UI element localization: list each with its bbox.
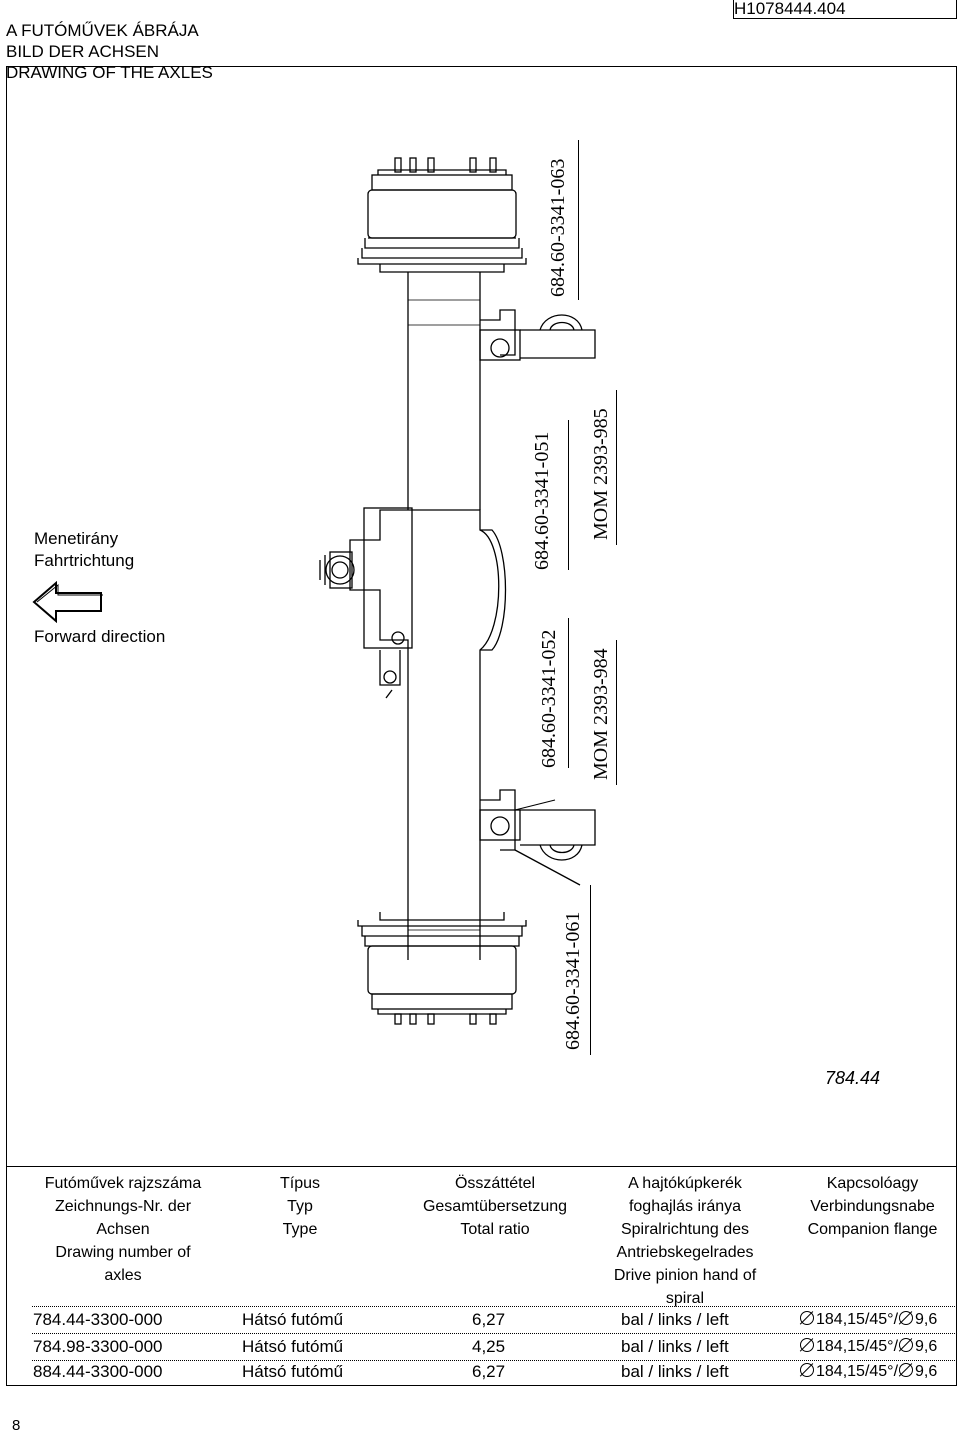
diameter-icon — [799, 1337, 815, 1353]
axle-tube-upper — [407, 272, 481, 510]
header-text: Antriebskegelrades — [616, 1244, 754, 1261]
header-text: spiral — [665, 1290, 705, 1307]
cell-flange: 184,15/45°/ 9,6 — [799, 1337, 937, 1356]
cell-drawing-number: 784.98-3300-000 — [33, 1337, 163, 1356]
part-label-mom-lower: MOM 2393-984 — [590, 648, 612, 780]
leader-line — [578, 140, 579, 300]
axle-drawing — [319, 157, 596, 1025]
part-label-mom-upper: MOM 2393-985 — [590, 408, 612, 540]
cell-spiral: bal / links / left — [621, 1337, 729, 1356]
left-arrow-icon — [32, 581, 103, 623]
header-text: Type — [282, 1221, 318, 1238]
direction-label-hu: Menetirány — [34, 529, 119, 548]
header-text: Drive pinion hand of — [613, 1267, 757, 1284]
cell-drawing-number: 884.44-3300-000 — [33, 1362, 163, 1381]
header-text: Összáttétel — [454, 1175, 536, 1192]
leader-line — [590, 885, 591, 1055]
leader-line — [568, 420, 569, 570]
cell-ratio: 6,27 — [472, 1310, 506, 1329]
cell-ratio: 4,25 — [472, 1337, 506, 1356]
header-text: Gesamtübersetzung — [422, 1198, 568, 1215]
header-total-ratio: Összáttétel Gesamtübersetzung Total rati… — [400, 1172, 590, 1241]
leader-line — [616, 390, 617, 545]
header-text: Spiralrichtung des — [620, 1221, 750, 1238]
part-label-bracket-upper: 684.60-3341-051 — [531, 431, 553, 570]
cell-type: Hátsó futómű — [242, 1337, 344, 1356]
cell-type: Hátsó futómű — [242, 1362, 344, 1381]
header-text: foghajlás iránya — [628, 1198, 742, 1215]
title-line-de: BILD DER ACHSEN — [6, 42, 160, 61]
drawing-frame — [6, 66, 957, 1386]
header-text: Futóművek rajzszáma — [44, 1175, 202, 1192]
cell-flange: 184,15/45°/ 9,6 — [799, 1310, 937, 1329]
row-separator — [32, 1333, 957, 1334]
header-text: axles — [104, 1267, 142, 1284]
document-id-text: H1078444.404 — [734, 0, 846, 18]
leader-line — [616, 640, 617, 785]
header-text: A hajtókúpkerék — [628, 1175, 742, 1192]
diameter-icon — [898, 1337, 914, 1353]
header-text: Drawing number of — [55, 1244, 191, 1261]
part-label-top-hub: 684.60-3341-063 — [547, 158, 569, 297]
document-id: H1078444.404 — [733, 0, 957, 19]
flange-bolt-diameter: 9,6 — [915, 1363, 938, 1380]
leader-line — [568, 618, 569, 768]
part-label-bottom-hub: 684.60-3341-061 — [562, 911, 584, 1050]
axle-tube-lower — [407, 740, 481, 960]
table-row: 784.44-3300-000 Hátsó futómű 6,27 bal / … — [6, 1306, 957, 1334]
row-separator — [32, 1360, 957, 1361]
diameter-icon — [799, 1310, 815, 1326]
diameter-icon — [799, 1362, 815, 1378]
cell-spiral: bal / links / left — [621, 1310, 729, 1329]
bottom-hub — [357, 912, 527, 1025]
header-text: Achsen — [96, 1221, 150, 1238]
flange-bolt-diameter: 9,6 — [915, 1338, 938, 1355]
top-hub — [357, 157, 527, 273]
table-top-border — [6, 1166, 957, 1167]
flange-value: 184,15/45°/ — [816, 1311, 899, 1328]
document-title: A FUTÓMŰVEK ÁBRÁJA BILD DER ACHSEN DRAWI… — [6, 20, 213, 83]
header-text: Companion flange — [807, 1221, 938, 1238]
title-line-hu: A FUTÓMŰVEK ÁBRÁJA — [6, 21, 199, 40]
upper-spring-bracket — [479, 309, 596, 361]
cell-ratio: 6,27 — [472, 1362, 506, 1381]
flange-value: 184,15/45°/ — [816, 1363, 899, 1380]
cell-type: Hátsó futómű — [242, 1310, 344, 1329]
cell-spiral: bal / links / left — [621, 1362, 729, 1381]
header-text: Typ — [287, 1198, 313, 1215]
cell-drawing-number: 784.44-3300-000 — [33, 1310, 163, 1329]
part-label-bracket-lower: 684.60-3341-052 — [538, 629, 560, 768]
table-row: 784.98-3300-000 Hátsó futómű 4,25 bal / … — [6, 1333, 957, 1361]
header-text: Típus — [279, 1175, 320, 1192]
drawing-reference: 784.44 — [825, 1068, 881, 1088]
differential-housing — [319, 507, 507, 740]
row-separator — [32, 1306, 957, 1307]
header-text: Kapcsolóagy — [826, 1175, 919, 1192]
header-text: Total ratio — [460, 1221, 530, 1238]
direction-label-de: Fahrtrichtung — [34, 551, 135, 570]
diameter-icon — [898, 1310, 914, 1326]
direction-label-en: Forward direction — [34, 627, 166, 646]
header-text: Zeichnungs-Nr. der — [54, 1198, 192, 1215]
lower-spring-bracket — [479, 789, 596, 886]
header-drawing-number: Futóművek rajzszáma Zeichnungs-Nr. der A… — [8, 1172, 238, 1287]
table-row: 884.44-3300-000 Hátsó futómű 6,27 bal / … — [6, 1358, 957, 1386]
diameter-icon — [898, 1362, 914, 1378]
header-text: Verbindungsnabe — [810, 1198, 935, 1215]
flange-bolt-diameter: 9,6 — [915, 1311, 938, 1328]
header-spiral-hand: A hajtókúpkerék foghajlás iránya Spiralr… — [590, 1172, 780, 1310]
flange-value: 184,15/45°/ — [816, 1338, 899, 1355]
cell-flange: 184,15/45°/ 9,6 — [799, 1362, 937, 1381]
page-number: 8 — [12, 1417, 21, 1434]
header-type: Típus Typ Type — [220, 1172, 380, 1241]
header-companion-flange: Kapcsolóagy Verbindungsnabe Companion fl… — [790, 1172, 955, 1241]
title-line-en: DRAWING OF THE AXLES — [6, 63, 213, 82]
